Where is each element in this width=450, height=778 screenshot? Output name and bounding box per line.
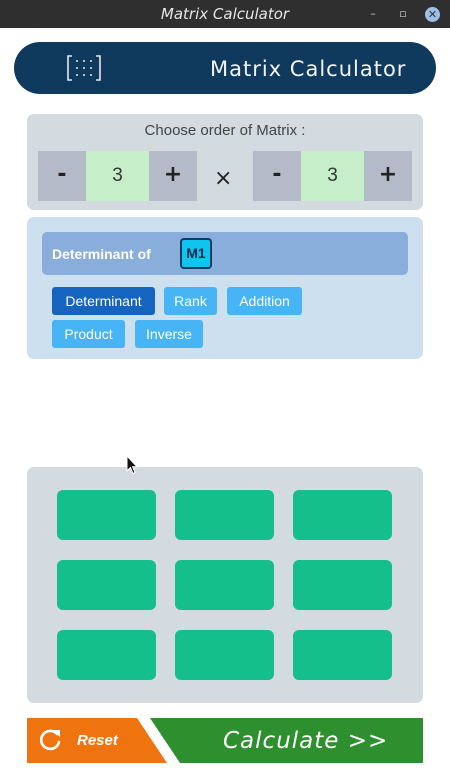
app-banner: Matrix Calculator <box>14 42 436 94</box>
matrix-cell[interactable] <box>293 560 392 610</box>
operation-label: Determinant of <box>52 246 151 262</box>
matrix-cell[interactable] <box>57 630 156 680</box>
matrix-cell[interactable] <box>175 560 274 610</box>
matrix-cell[interactable] <box>293 630 392 680</box>
rows-increment-button[interactable]: + <box>149 151 197 201</box>
rows-decrement-button[interactable]: - <box>38 151 86 201</box>
rows-value: 3 <box>86 151 149 201</box>
calculate-label: Calculate >> <box>223 728 389 754</box>
matrix-cell[interactable] <box>175 630 274 680</box>
operation-panel: Determinant of M1 Determinant Rank Addit… <box>27 217 423 359</box>
matrix-order-panel: Choose order of Matrix : - 3 + × - 3 + <box>27 114 423 210</box>
refresh-icon <box>39 729 61 751</box>
close-icon[interactable]: ✕ <box>425 7 440 22</box>
product-button[interactable]: Product <box>52 320 125 348</box>
reset-label: Reset <box>77 732 118 749</box>
calculate-button[interactable]: Calculate >> <box>150 718 423 763</box>
cols-decrement-button[interactable]: - <box>253 151 301 201</box>
mouse-cursor-icon <box>126 455 138 475</box>
order-prompt: Choose order of Matrix : <box>144 122 306 139</box>
banner-title: Matrix Calculator <box>210 57 407 81</box>
operation-header: Determinant of M1 <box>42 232 408 275</box>
maximize-icon[interactable]: ▫ <box>399 7 407 20</box>
addition-button[interactable]: Addition <box>227 287 302 315</box>
matrix-cell[interactable] <box>175 490 274 540</box>
cols-value: 3 <box>301 151 364 201</box>
matrix-grid <box>27 467 423 703</box>
window-title: Matrix Calculator <box>160 5 290 23</box>
determinant-button[interactable]: Determinant <box>52 287 155 315</box>
matrix-cell[interactable] <box>57 490 156 540</box>
cols-increment-button[interactable]: + <box>364 151 412 201</box>
matrix-icon <box>67 55 101 81</box>
matrix-select-button[interactable]: M1 <box>180 238 212 269</box>
title-bar: Matrix Calculator – ▫ ✕ <box>0 0 450 28</box>
times-icon: × <box>214 166 233 191</box>
reset-button[interactable]: Reset <box>27 718 167 763</box>
minimize-icon[interactable]: – <box>370 7 376 20</box>
inverse-button[interactable]: Inverse <box>135 320 203 348</box>
matrix-cell[interactable] <box>57 560 156 610</box>
matrix-cell[interactable] <box>293 490 392 540</box>
rank-button[interactable]: Rank <box>164 287 217 315</box>
